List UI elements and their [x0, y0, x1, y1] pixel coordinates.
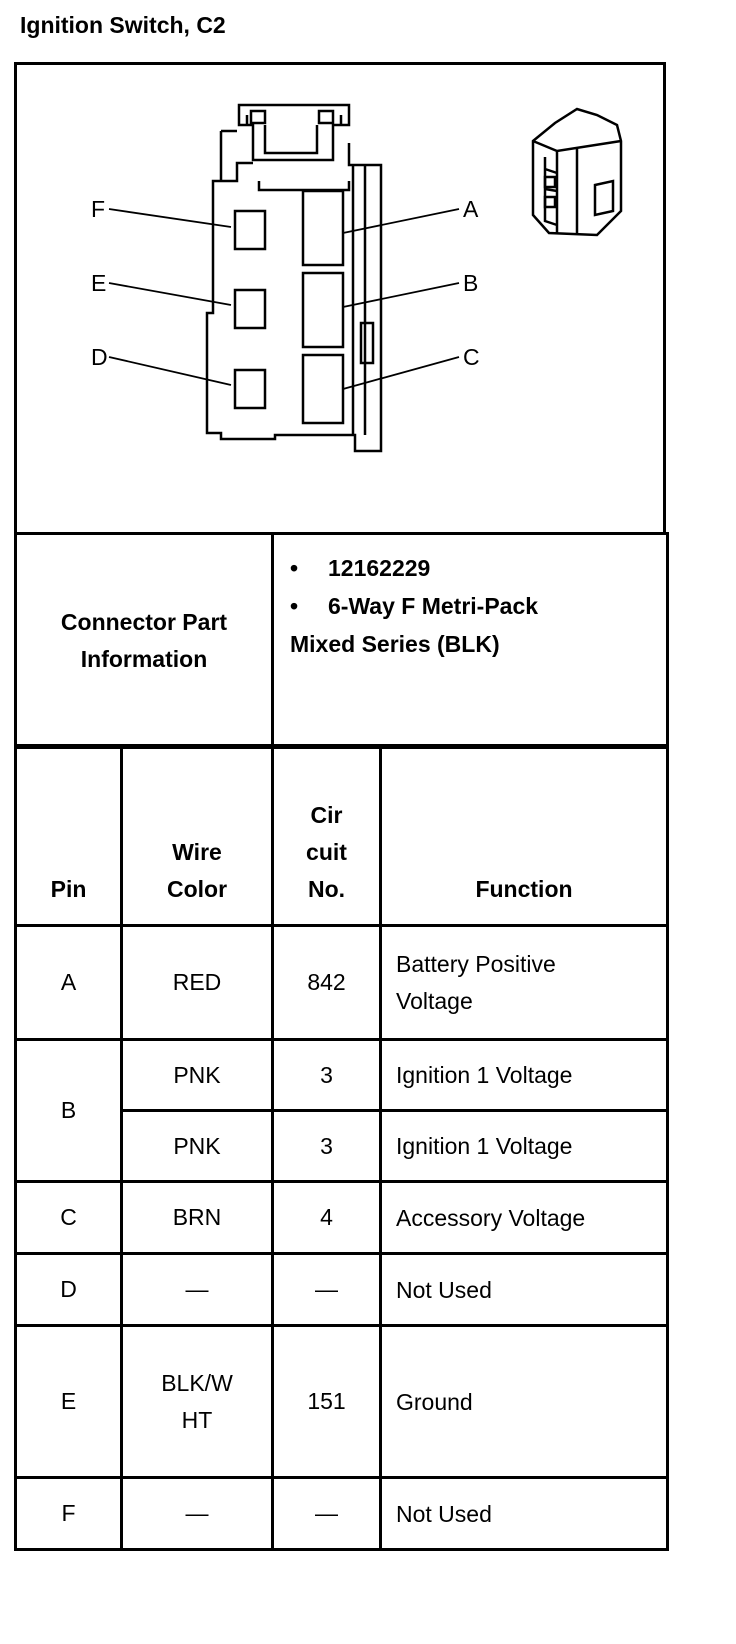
- wire-color-cell: —: [120, 1252, 274, 1327]
- connector-series: Mixed Series (BLK): [290, 631, 500, 657]
- table-row: D — — Not Used: [14, 1252, 669, 1327]
- table-row: PNK 3 Ignition 1 Voltage: [16, 1109, 669, 1183]
- pin-cell: C: [14, 1180, 123, 1255]
- pin-label-e: E: [91, 270, 106, 296]
- connector-part-label-line2: Information: [80, 645, 208, 672]
- header-pin: Pin: [14, 744, 123, 927]
- wire-color-cell: BRN: [120, 1180, 274, 1255]
- function-cell: Ground: [379, 1324, 669, 1479]
- circuit-cell: 4: [271, 1180, 382, 1255]
- page-title: Ignition Switch, C2: [20, 12, 226, 38]
- pin-cell: A: [14, 924, 123, 1041]
- table-row: F — — Not Used: [14, 1476, 669, 1551]
- circuit-cell: 842: [271, 924, 382, 1041]
- circuit-cell: 3: [271, 1038, 382, 1112]
- connector-part-label: Connector Part Information: [14, 532, 274, 749]
- pin-label-c: C: [463, 344, 480, 370]
- pin-cell: E: [14, 1324, 123, 1479]
- pin-label-d: D: [91, 344, 108, 370]
- function-cell: Not Used: [379, 1476, 669, 1551]
- connector-diagram: F E D A B C: [14, 62, 666, 534]
- pin-cell: B: [14, 1038, 123, 1183]
- connector-type-item: •6-Way F Metri-Pack: [290, 593, 539, 619]
- connector-face-illustration: F E D A B C: [91, 103, 623, 453]
- function-cell: Ignition 1 Voltage: [379, 1109, 669, 1183]
- circuit-cell: —: [271, 1476, 382, 1551]
- table-row: C BRN 4 Accessory Voltage: [14, 1180, 669, 1255]
- connector-part-details: •12162229 •6-Way F Metri-Pack Mixed Seri…: [271, 532, 669, 749]
- wire-color-cell: RED: [120, 924, 274, 1041]
- header-function: Function: [379, 744, 669, 927]
- circuit-cell: —: [271, 1252, 382, 1327]
- pin-cell: F: [14, 1476, 123, 1551]
- pin-label-b: B: [463, 270, 478, 296]
- circuit-cell: 151: [271, 1324, 382, 1479]
- connector-part-label-line1: Connector Part: [60, 608, 228, 635]
- connector-part-information: Connector Part Information •12162229 •6-…: [14, 532, 669, 749]
- function-cell: Not Used: [379, 1252, 669, 1327]
- pin-label-f: F: [91, 196, 105, 222]
- table-row: B PNK 3 Ignition 1 Voltage: [14, 1038, 669, 1183]
- pin-label-a: A: [463, 196, 479, 222]
- wire-color-cell: —: [120, 1476, 274, 1551]
- part-number-item: •12162229: [290, 555, 431, 581]
- circuit-cell: 3: [271, 1109, 382, 1183]
- wire-color-cell: PNK: [120, 1038, 274, 1112]
- function-cell: Ignition 1 Voltage: [379, 1038, 669, 1112]
- function-cell: Accessory Voltage: [379, 1180, 669, 1255]
- wire-color-cell: PNK: [120, 1109, 274, 1183]
- pin-cell: D: [14, 1252, 123, 1327]
